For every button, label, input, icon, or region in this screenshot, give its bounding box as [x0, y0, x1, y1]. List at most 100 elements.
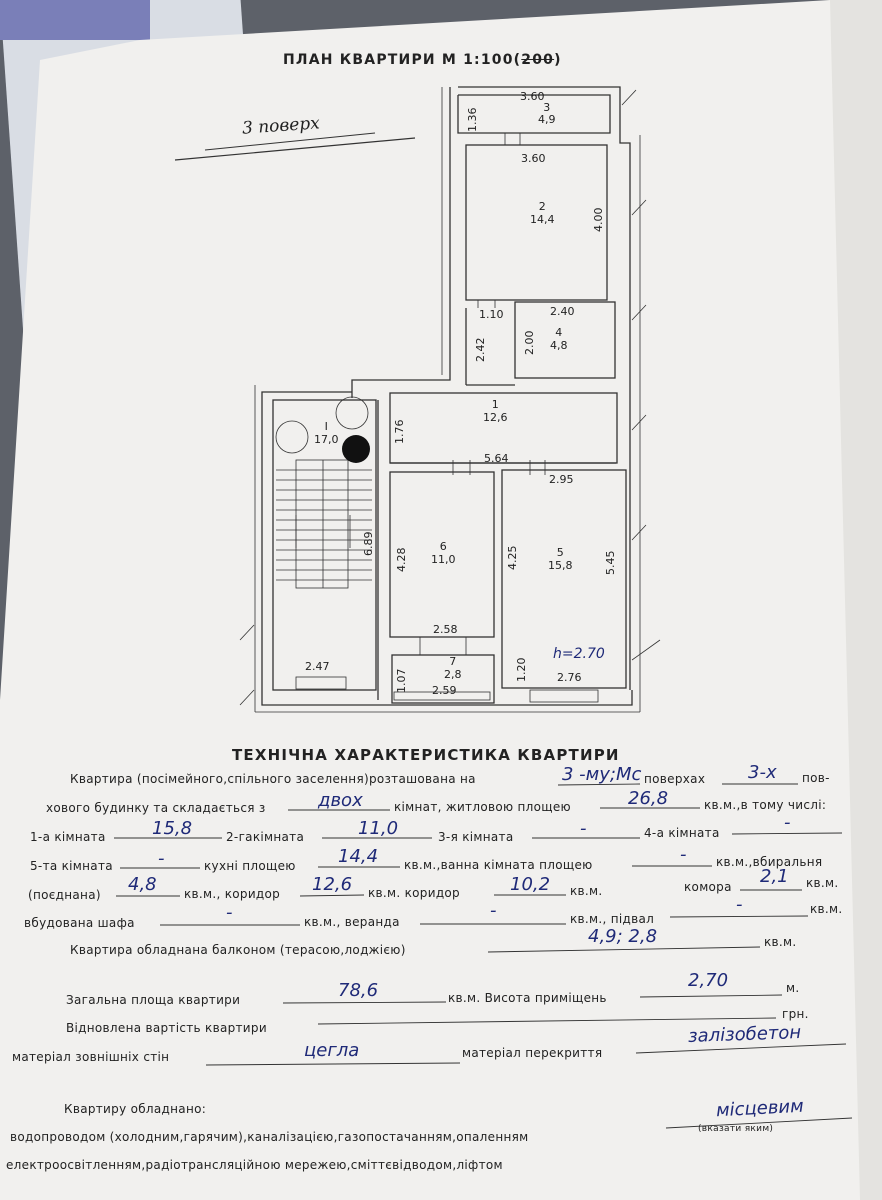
form-label: кв.м.,ванна кімната площею [404, 858, 593, 872]
room-2-area: 14,4 [530, 213, 555, 226]
form-label: кв.м., підвал [570, 912, 655, 926]
veranda-value: - [490, 900, 497, 921]
living-area-value: 26,8 [628, 788, 669, 809]
total-area-value: 78,6 [338, 980, 379, 1001]
form-label: хового будинку та складається з [46, 801, 266, 815]
dim-label: 2.58 [433, 623, 458, 636]
form-label: 1-а кімната [30, 830, 106, 844]
form-label: кв.м. [806, 876, 839, 890]
dim-label: 5.64 [484, 452, 509, 465]
dim-label: 4.25 [506, 545, 519, 571]
room-3-number: 3 [543, 101, 551, 114]
room-7-area: 2,8 [444, 668, 462, 681]
form-label: Квартиру обладнано: [64, 1102, 207, 1116]
background-stripe [0, 0, 150, 40]
floor-material-value: залізобетон [687, 1022, 802, 1047]
room-7-number: 7 [449, 655, 457, 668]
dim-label: 4.28 [395, 547, 408, 573]
form-label: кв.м., веранда [304, 915, 400, 929]
room4-value: - [784, 812, 791, 833]
dim-label: 1.10 [479, 308, 504, 321]
form-label: 3-я кімната [438, 830, 514, 844]
dim-label: 1.07 [395, 668, 408, 694]
dim-label: 3.60 [521, 152, 546, 165]
form-label: кв.м.,вбиральня [716, 855, 823, 869]
dim-label: 1.20 [515, 657, 528, 683]
dim-label: 4.00 [592, 207, 605, 233]
plan-title-end: ) [554, 52, 562, 68]
form-label: кв.м. коридор [368, 886, 460, 900]
storeys-value: 3-х [748, 762, 777, 783]
room-1-number: 1 [491, 398, 499, 411]
room-5-area: 15,8 [548, 559, 573, 572]
room-4-number: 4 [555, 326, 563, 339]
wall-material-value: цегла [304, 1040, 360, 1061]
form-label: грн. [782, 1007, 809, 1021]
dim-label: 3.60 [520, 90, 545, 103]
form-label: 5-та кімната [30, 859, 113, 873]
dim-label: 2.59 [432, 684, 457, 697]
stair-number: I [324, 420, 328, 433]
kitchen-value: 14,4 [338, 846, 379, 867]
form-label: комора [684, 880, 732, 894]
form-label: Квартира (посімейного,спільного заселенн… [70, 772, 476, 786]
form-hint: (вказати яким) [698, 1124, 774, 1134]
corridor2-value: 10,2 [510, 874, 551, 895]
form-label: вбудована шафа [24, 916, 135, 930]
storage-value: 2,1 [760, 866, 789, 887]
form-label: матеріал зовнішніх стін [12, 1050, 170, 1064]
form-label: Квартира обладнана балконом (терасою,лод… [70, 943, 406, 957]
form-label: Загальна площа квартири [66, 993, 241, 1007]
room-6-area: 11,0 [431, 553, 456, 566]
form-label: кімнат, житловою площею [394, 800, 571, 814]
dim-label: 2.47 [305, 660, 330, 673]
room-5-number: 5 [556, 546, 564, 559]
form-label: матеріал перекриття [462, 1046, 603, 1060]
room1-value: 15,8 [152, 818, 193, 839]
room-2-number: 2 [538, 200, 546, 213]
form-label: (поєднана) [28, 888, 101, 902]
floor-value: 3 -му;Мс [562, 764, 642, 785]
section-title: ТЕХНІЧНА ХАРАКТЕРИСТИКА КВАРТИРИ [232, 746, 620, 764]
form-label: кв.м. [810, 902, 843, 916]
plan-title: ПЛАН КВАРТИРИ М 1:100(200) [283, 52, 562, 68]
rooms-count-value: двох [318, 790, 363, 811]
form-label: кв.м.,в тому числі: [704, 798, 827, 812]
bathroom-value: - [680, 844, 687, 865]
form-label: водопроводом (холодним,гарячим),каналіза… [10, 1130, 529, 1144]
dim-label: 1.36 [466, 107, 479, 133]
ceiling-height-note: h=2.70 [553, 646, 605, 662]
form-label: кухні площею [204, 859, 296, 873]
ceiling-height-value: 2,70 [688, 970, 729, 991]
dim-label: 2.76 [557, 671, 582, 684]
room5-value: - [158, 848, 165, 869]
dim-label: 5.45 [604, 550, 617, 576]
room-1-area: 12,6 [483, 411, 508, 424]
room-6-number: 6 [439, 540, 447, 553]
dim-label: 6.89 [362, 531, 375, 557]
form-label: кв.м. [764, 935, 797, 949]
pin-marker [342, 435, 370, 463]
form-label: кв.м., коридор [184, 887, 281, 901]
basement-value: - [736, 894, 743, 915]
plan-title-text: ПЛАН КВАРТИРИ М 1:100( [283, 52, 522, 68]
stair-area: 17,0 [314, 433, 339, 446]
corridor1-value: 12,6 [312, 874, 353, 895]
form-label: кв.м. Висота приміщень [448, 991, 607, 1005]
room3-value: - [580, 818, 587, 839]
form-label: Відновлена вартість квартири [66, 1021, 267, 1035]
dim-label: 2.40 [550, 305, 575, 318]
room-3-area: 4,9 [538, 113, 556, 126]
form-label: кв.м. [570, 884, 603, 898]
form-label: пов- [802, 771, 830, 785]
room2-value: 11,0 [358, 818, 399, 839]
